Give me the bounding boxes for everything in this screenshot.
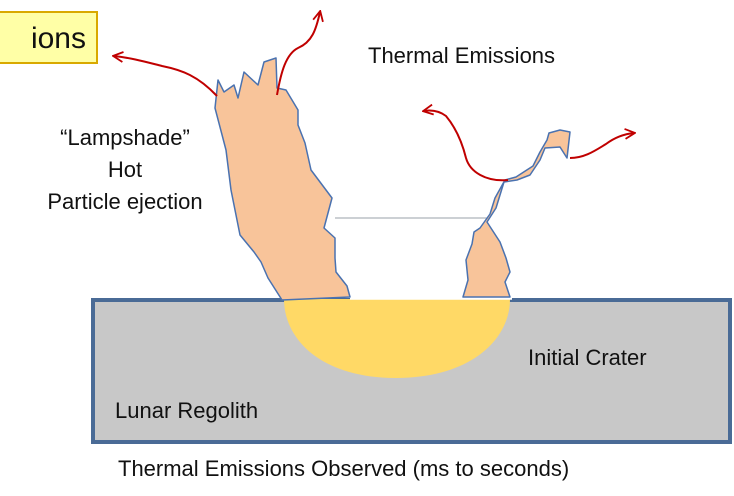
initial-crater (284, 299, 510, 378)
emission-arrow-right (569, 133, 634, 159)
thermal-emissions-label: Thermal Emissions (368, 43, 556, 68)
emission-arrow-middle (424, 111, 509, 182)
lunar-regolith-label: Lunar Regolith (115, 398, 259, 423)
initial-crater-label: Initial Crater (528, 345, 647, 370)
ejection-label-line-1: “Lampshade” (60, 125, 190, 150)
ejection-label: “Lampshade” Hot Particle ejection (20, 124, 230, 216)
right-ejecta-plume (462, 129, 571, 298)
ejection-label-line-2: Hot (107, 157, 143, 182)
callout-text: ions (30, 22, 86, 55)
diagram-caption: Thermal Emissions Observed (ms to second… (118, 456, 570, 481)
ejection-label-line-3: Particle ejection (47, 189, 203, 214)
emission-arrow-left (114, 56, 218, 97)
emission-arrow-top (276, 12, 320, 96)
left-ejecta-plume (214, 57, 351, 301)
callout-box: ions (0, 11, 98, 64)
